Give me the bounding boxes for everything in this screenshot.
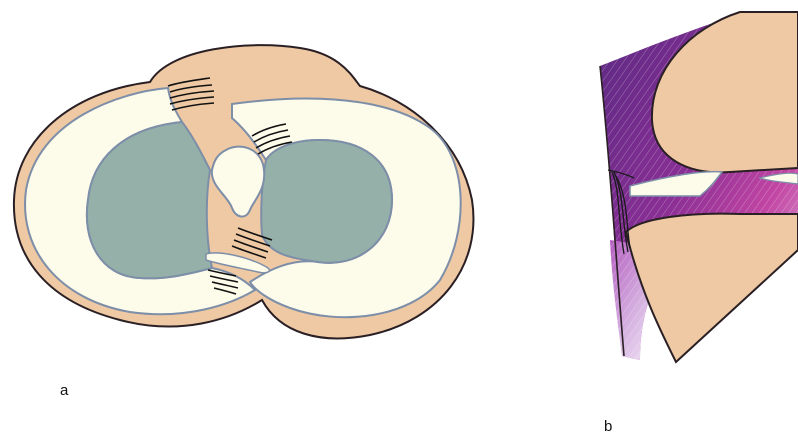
panel-label-a: a bbox=[60, 382, 68, 399]
panel-a-tibial-plateau bbox=[14, 45, 474, 338]
lateral-cartilage bbox=[261, 140, 392, 263]
panel-label-b: b bbox=[604, 418, 612, 435]
panel-b-sagittal-section bbox=[600, 12, 798, 362]
